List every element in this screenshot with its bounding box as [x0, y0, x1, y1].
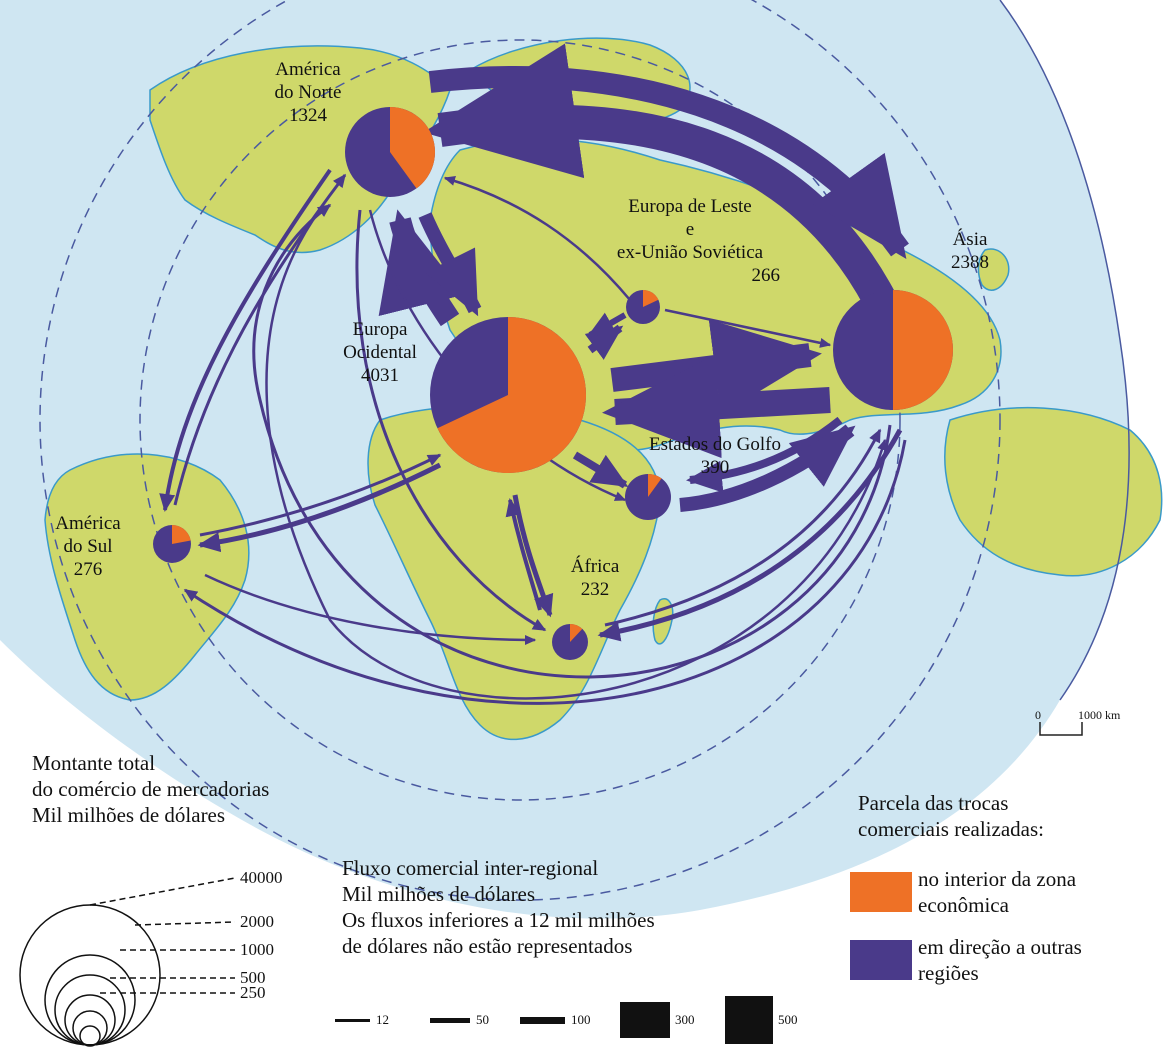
pie-slice-internal-na	[390, 107, 435, 189]
flow-tick-12: 12	[376, 1012, 389, 1027]
flow-sa-we	[199, 453, 442, 537]
size-tick-2000: 2000	[240, 912, 274, 931]
scale-bar-zero: 0	[1035, 708, 1041, 722]
flow-na-asia	[428, 66, 909, 259]
flow-we-gulf	[572, 451, 629, 489]
flow-asia-gulf	[686, 416, 843, 493]
outer-rim	[999, 0, 1130, 701]
japan-land	[977, 248, 1010, 291]
flow-gulf-asia	[679, 424, 856, 512]
pie-slice-internal-sa	[172, 525, 191, 544]
flow-width-legend	[335, 996, 773, 1044]
pie-na	[345, 107, 435, 197]
size-tick-500: 500	[240, 968, 266, 987]
pie-slice-internal-asia	[893, 290, 953, 410]
size-tick-1000: 1000	[240, 940, 274, 959]
pie-slice-internal-ee	[643, 290, 659, 307]
pie-sa	[153, 525, 191, 563]
flow-sa-af	[204, 573, 537, 645]
flow-af-we	[505, 498, 542, 611]
scale-bar-graphic	[1039, 722, 1083, 736]
flow-asia-we	[602, 354, 831, 459]
pie-asia	[833, 290, 953, 410]
flow-ee-na	[443, 176, 631, 301]
flow-tick-50: 50	[476, 1012, 489, 1027]
pie-slice-internal-af	[570, 624, 583, 642]
pie-af	[552, 624, 588, 660]
flow-ee-asia	[664, 308, 832, 348]
flow-na-af	[355, 209, 547, 632]
size-legend-circles	[19, 904, 161, 1047]
legend-swatch-internal	[850, 872, 912, 912]
south-america-land	[44, 453, 250, 701]
pie-we	[430, 317, 587, 473]
flow-na-asia-lower	[265, 209, 887, 700]
australia-land	[944, 406, 1163, 577]
legend-swatch-external	[850, 940, 912, 980]
flow-asia-sa	[183, 439, 907, 705]
flow-na-we	[418, 212, 482, 317]
flow-tick-100: 100	[571, 1012, 591, 1027]
flow-ee-we	[587, 312, 627, 338]
flow-tick-300: 300	[675, 1012, 695, 1027]
pie-gulf	[625, 474, 671, 520]
size-tick-40000: 40000	[240, 868, 283, 887]
flow-tick-500: 500	[778, 1012, 798, 1027]
flow-asia-na-lower	[252, 203, 892, 679]
pie-slice-internal-gulf	[648, 474, 662, 497]
flow-na-sa-1	[159, 168, 332, 512]
pie-ee	[626, 290, 660, 324]
flow-af-asia	[604, 428, 882, 627]
africa-land	[367, 406, 661, 741]
projection-circles	[39, 0, 1001, 901]
size-legend-leaders	[89, 877, 236, 994]
scale-bar-label: 1000 km	[1078, 708, 1121, 722]
region-pies	[153, 107, 953, 660]
pie-slice-internal-we	[437, 317, 587, 473]
size-tick-250: 250	[240, 983, 266, 1002]
